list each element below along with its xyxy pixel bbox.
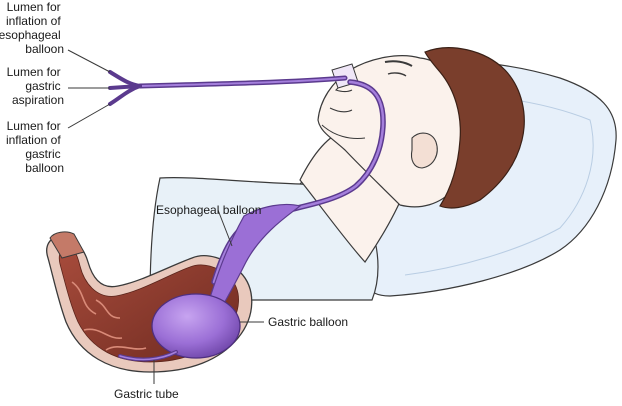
label-gastric-balloon: Gastric balloon [268,315,348,329]
branch-gastric [108,84,142,106]
label-lumen-gastric: Lumen for inflation of gastric balloon [6,119,64,175]
gastric-tube-inner-hl [119,351,177,361]
branch-esophageal [108,70,142,88]
leader-lines [67,49,264,384]
tube-nose-left-highlight [139,77,346,87]
eye [387,72,407,77]
label-esophageal-balloon: Esophageal balloon [156,203,261,217]
gastric-balloon [151,293,241,359]
hair [424,47,525,209]
esophagus-stub [49,231,85,259]
mouth [329,107,353,113]
eyebrow [384,60,413,67]
ear [410,132,438,169]
esophageal-balloon [205,203,302,315]
rugae [71,281,147,351]
chin [321,124,366,139]
label-gastric-tube: Gastric tube [114,387,179,401]
label-lumen-esophageal: Lumen for inflation of esophageal balloo… [0,0,64,56]
label-lumen-aspiration: Lumen for gastric aspiration [7,65,64,107]
